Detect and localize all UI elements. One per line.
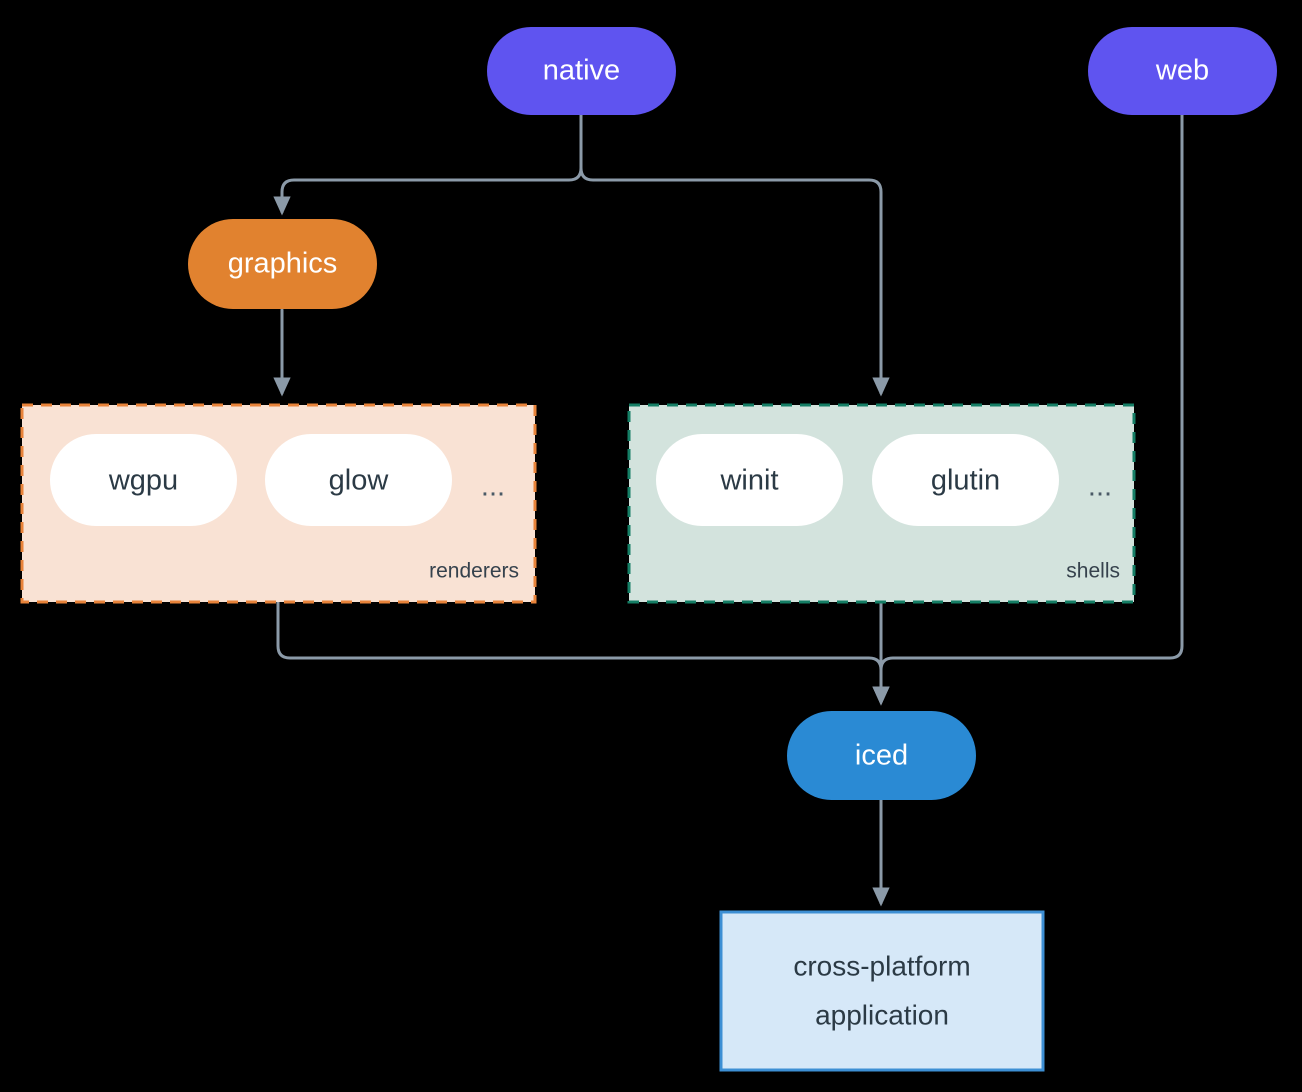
renderer-item-wgpu-label: wgpu [108,465,178,497]
shell-item-winit-pill[interactable] [656,434,843,526]
shells-ellipsis: ... [1088,471,1112,503]
edge-layer [273,111,1184,907]
edge-native-to-graphics [273,111,583,216]
node-web-shape[interactable] [1088,27,1277,115]
renderer-item-glow-label: glow [329,465,390,497]
shell-item-glutin-label: glutin [931,465,1000,497]
shell-item-glutin[interactable]: glutin [872,434,1059,526]
renderer-item-glow-pill[interactable] [265,434,452,526]
group-shells: winit glutin ... shells [627,403,1136,604]
node-graphics[interactable]: graphics [188,219,377,309]
shell-item-winit-label: winit [719,465,778,497]
node-web[interactable]: web [1088,27,1277,115]
renderer-item-glow[interactable]: glow [265,434,452,526]
edge-native-to-shells [579,111,890,397]
node-iced[interactable]: iced [787,711,976,800]
node-app-shape[interactable] [719,910,1045,1072]
node-app-label-line2: application [815,999,949,1030]
renderer-item-wgpu-pill[interactable] [50,434,237,526]
node-native[interactable]: native [487,27,676,115]
renderer-item-wgpu[interactable]: wgpu [50,434,237,526]
node-web-label: web [1155,55,1209,87]
shell-item-winit[interactable]: winit [656,434,843,526]
node-graphics-label: graphics [228,248,338,280]
node-iced-label: iced [855,740,908,772]
renderers-ellipsis: ... [481,471,505,503]
shell-item-glutin-pill[interactable] [872,434,1059,526]
group-renderers: wgpu glow ... renderers [20,403,537,604]
node-cross-platform-application[interactable]: cross-platform application [719,910,1045,1072]
edge-web-to-iced [872,111,1184,706]
node-app-label-line1: cross-platform [793,950,970,981]
node-native-shape[interactable] [487,27,676,115]
edge-renderers-to-iced [276,600,890,706]
node-graphics-shape[interactable] [188,219,377,309]
node-native-label: native [543,55,620,87]
group-shells-label: shells [1066,560,1120,583]
group-renderers-label: renderers [429,560,519,583]
node-iced-shape[interactable] [787,711,976,800]
